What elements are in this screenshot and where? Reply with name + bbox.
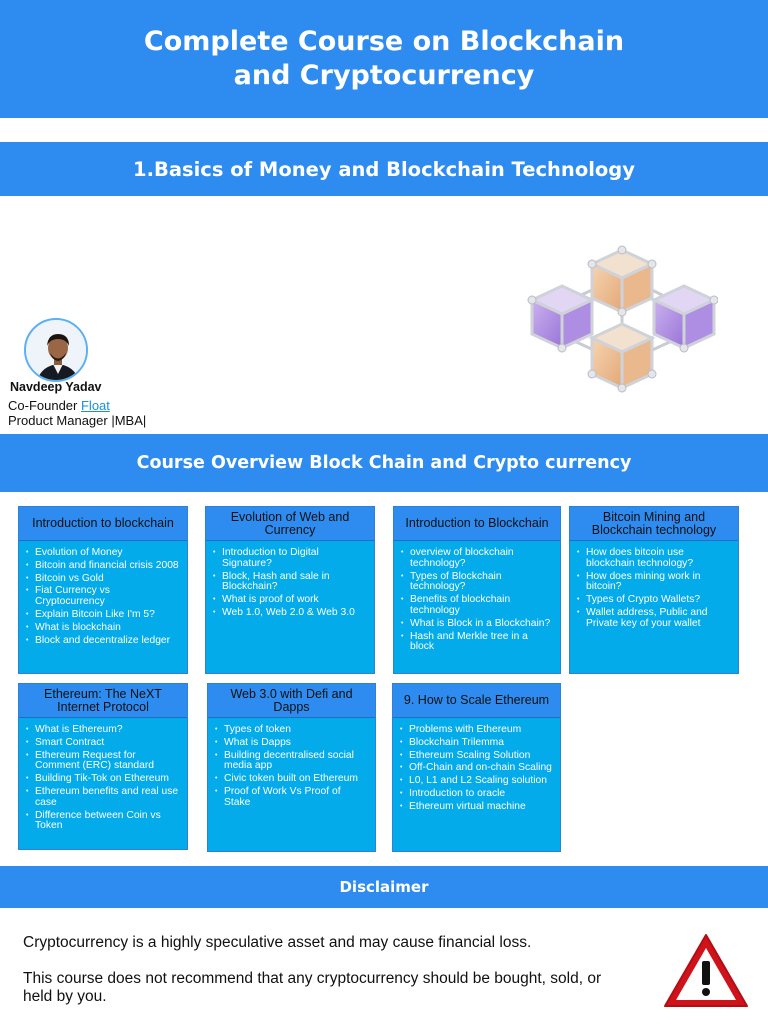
module-topic: Bitcoin and financial crisis 2008	[26, 560, 181, 572]
cube-purple-right	[650, 284, 718, 351]
cube-orange-top	[588, 248, 656, 315]
module-topic: Bitcoin vs Gold	[26, 573, 181, 585]
company-link[interactable]: Float	[80, 398, 110, 413]
module-topic: Blockchain Trilemma	[400, 737, 554, 749]
module-topic: Types of Blockchain technology?	[401, 571, 554, 594]
module-topic-list: Types of token What is Dapps Building de…	[208, 718, 375, 815]
blockchain-cubes-icon	[527, 245, 718, 393]
module-topic: Building decentralised social media app	[215, 750, 369, 773]
module-topic: What is Dapps	[215, 737, 369, 749]
module-topic: Benefits of blockchain technology	[401, 594, 554, 617]
module-title: Evolution of Web and Currency	[206, 507, 374, 541]
module-card: Web 3.0 with Defi and Dapps Types of tok…	[207, 683, 376, 852]
disclaimer-line-2: This course does not recommend that any …	[23, 970, 602, 1005]
author-role-secondary: Product Manager |MBA|	[8, 413, 147, 428]
module-topic: Introduction to oracle	[400, 788, 554, 800]
module-card: Bitcoin Mining and Blockchain technology…	[569, 506, 739, 674]
module-title: Introduction to Blockchain	[394, 507, 560, 541]
module-topic: overview of blockchain technology?	[401, 547, 554, 570]
module-title: Ethereum: The NeXT Internet Protocol	[19, 684, 187, 718]
disclaimer-banner: Disclaimer	[0, 866, 768, 908]
section-title-banner: 1.Basics of Money and Blockchain Technol…	[0, 142, 768, 196]
cube-orange-bottom	[588, 322, 656, 391]
module-topic: Introduction to Digital Signature?	[213, 547, 368, 570]
module-topic-list: Problems with Ethereum Blockchain Trilem…	[393, 718, 560, 819]
module-topic: Web 1.0, Web 2.0 & Web 3.0	[213, 607, 368, 619]
module-topic: Ethereum benefits and real use case	[26, 786, 181, 809]
module-topic: Wallet address, Public and Private key o…	[577, 607, 732, 630]
module-topic: L0, L1 and L2 Scaling solution	[400, 775, 554, 787]
module-topic: Off-Chain and on-chain Scaling	[400, 763, 554, 774]
disclaimer-title: Disclaimer	[339, 878, 429, 896]
module-topic-list: overview of blockchain technology? Types…	[394, 541, 560, 659]
module-topic: What is proof of work	[213, 594, 368, 606]
module-card: Introduction to Blockchain overview of b…	[393, 506, 561, 674]
module-topic: What is Block in a Blockchain?	[401, 618, 554, 630]
module-card: Ethereum: The NeXT Internet Protocol Wha…	[18, 683, 188, 850]
warning-triangle-icon	[664, 934, 748, 1007]
module-topic: Problems with Ethereum	[400, 724, 554, 736]
module-topic: How does mining work in bitcoin?	[577, 571, 732, 594]
module-topic: Hash and Merkle tree in a block	[401, 631, 554, 654]
module-topic: Smart Contract	[26, 737, 181, 749]
cube-purple-left	[528, 284, 596, 351]
module-title: Bitcoin Mining and Blockchain technology	[570, 507, 738, 541]
section-title: 1.Basics of Money and Blockchain Technol…	[133, 157, 635, 181]
module-topic: Difference between Coin vs Token	[26, 810, 181, 833]
module-topic: Fiat Currency vs Cryptocurrency	[26, 586, 181, 608]
module-card: Evolution of Web and Currency Introducti…	[205, 506, 375, 674]
module-title: Introduction to blockchain	[19, 507, 187, 541]
author-role-prefix: Co-Founder	[8, 398, 81, 413]
module-topic-list: Introduction to Digital Signature? Block…	[206, 541, 374, 625]
overview-title: Course Overview Block Chain and Crypto c…	[136, 453, 632, 473]
module-topic-list: What is Ethereum? Smart Contract Ethereu…	[19, 718, 187, 838]
module-topic: Evolution of Money	[26, 547, 181, 559]
module-topic: Types of token	[215, 724, 369, 736]
module-topic: How does bitcoin use blockchain technolo…	[577, 547, 732, 570]
disclaimer-line-1: Cryptocurrency is a highly speculative a…	[23, 934, 532, 951]
course-title: Complete Course on Blockchain and Crypto…	[143, 26, 625, 91]
author-role: Co-Founder Float	[8, 398, 110, 413]
overview-banner: Course Overview Block Chain and Crypto c…	[0, 434, 768, 492]
module-topic: What is Ethereum?	[26, 724, 181, 736]
author-avatar	[24, 318, 88, 382]
author-name: Navdeep Yadav	[10, 380, 102, 394]
module-topic: Block, Hash and sale in Blockchain?	[213, 571, 368, 594]
module-title: 9. How to Scale Ethereum	[393, 684, 560, 718]
module-topic: Ethereum Request for Comment (ERC) stand…	[26, 750, 181, 773]
module-topic-list: How does bitcoin use blockchain technolo…	[570, 541, 738, 636]
module-topic: Ethereum virtual machine	[400, 801, 554, 813]
module-card: Introduction to blockchain Evolution of …	[18, 506, 188, 674]
module-topic: Explain Bitcoin Like I'm 5?	[26, 609, 181, 621]
module-topic: What is blockchain	[26, 622, 181, 634]
module-topic: Ethereum Scaling Solution	[400, 750, 554, 762]
module-topic: Proof of Work Vs Proof of Stake	[215, 786, 369, 809]
module-card: 9. How to Scale Ethereum Problems with E…	[392, 683, 561, 852]
module-topic-list: Evolution of Money Bitcoin and financial…	[19, 541, 187, 652]
module-topic: Block and decentralize ledger	[26, 635, 181, 647]
module-title: Web 3.0 with Defi and Dapps	[208, 684, 375, 718]
module-topic: Civic token built on Ethereum	[215, 773, 369, 785]
module-topic: Building Tik-Tok on Ethereum	[26, 773, 181, 785]
module-topic: Types of Crypto Wallets?	[577, 594, 732, 606]
course-title-banner: Complete Course on Blockchain and Crypto…	[0, 0, 768, 118]
